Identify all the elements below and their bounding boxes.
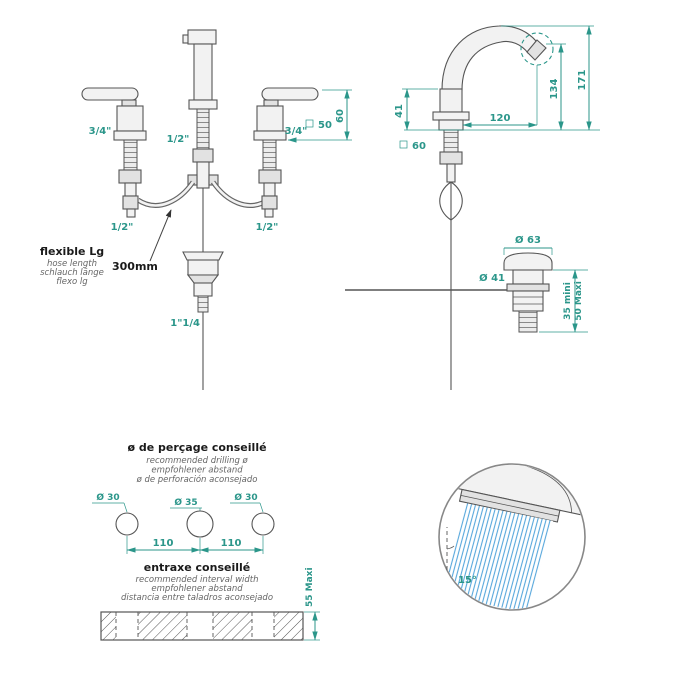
dim-deck-thickness-range: 35 mini 50 Maxi [539,269,588,333]
dim-total-height: 171 [501,25,594,131]
dim-base-square-50: 50 [305,119,332,131]
drain-size-label: 1"1/4 [170,318,200,329]
flexible-leader-arrow [149,209,172,262]
angle-arc [446,545,455,550]
drain-cap-dia-label: Ø 63 [515,234,541,246]
deck-max-label: 50 Maxi [574,281,584,321]
interval-es: distancia entre taladros aconsejado [121,593,273,603]
dim-body-height: 41 [394,88,438,131]
dim-drain-cap: Ø 63 [503,234,553,255]
flexible-hose-note: flexible Lg hose length schlauch länge f… [40,209,172,287]
drilling-subtitle-en: recommended drilling ø [146,456,248,466]
drilling-diagram: ø de perçage conseillé recommended drill… [92,441,320,641]
interval-de: empfohlener abstand [151,584,243,594]
side-base-square-label: 60 [412,141,426,152]
spout-height-label: 134 [549,79,560,100]
handle-left-size-label: 3/4" [89,126,112,137]
side-view: 41 171 134 120 60 Ø 63 Ø 41 [345,25,600,390]
interval-title: entraxe conseillé [144,561,250,574]
counter-section [100,611,304,641]
spray-detail: 15° [438,463,586,611]
spacing-left-label: 110 [153,538,174,549]
water-spray [440,503,553,609]
dim-base-square-60: 60 [399,140,426,152]
hole-left-circle [115,512,139,536]
inlet-left-size-label: 1/2" [111,222,134,233]
flexible-title: flexible Lg [40,245,104,258]
handle-height-label: 60 [335,109,346,123]
front-hose-left [136,180,196,208]
side-drain [503,252,553,333]
flexible-value: 300mm [112,260,158,273]
flexible-en: hose length [47,259,97,269]
drilling-subtitle-de: empfohlener abstand [151,466,243,476]
dim-deck-thickness: 55 Maxi [304,567,320,641]
inlet-right-size-label: 1/2" [256,222,279,233]
body-height-label: 41 [394,104,405,118]
front-view: 60 50 3/4" 3/4" 1/2" 1/2" 1/2" flexible … [40,29,352,390]
deck-thickness-label: 55 Maxi [305,567,315,607]
flexible-es: flexo lg [56,277,88,287]
dim-hole-spacing: 110 110 [126,536,264,554]
side-spout [432,25,554,221]
front-handle-right [253,87,319,218]
hole-right-circle [251,512,275,536]
handle-right-size-label: 3/4" [285,126,308,137]
square-symbol-icon [399,140,408,149]
spout-size-label: 1/2" [167,134,190,145]
deck-min-label: 35 mini [563,282,573,320]
hole-center-circle [186,510,214,538]
base-square-label: 50 [318,120,332,131]
dim-spout-height: 134 [546,43,566,131]
spout-reach-label: 120 [490,113,511,124]
dim-spout-reach: 120 [462,65,538,128]
spacing-right-label: 110 [221,538,242,549]
hole-center-dia-label: Ø 35 [174,497,197,508]
aerator-tip [526,39,547,61]
flexible-de: schlauch länge [40,268,104,278]
interval-en: recommended interval width [135,575,258,585]
front-spout [182,29,219,189]
square-symbol-icon [305,119,314,128]
dim-handle-height: 60 [287,89,352,143]
drilling-subtitle-es: ø de perforación aconsejado [136,474,258,485]
front-drain [182,251,224,313]
hole-right-dia-label: Ø 30 [234,492,257,503]
hole-left-dia-label: Ø 30 [96,492,119,503]
drain-neck-dia-label: Ø 41 [479,272,505,284]
spray-angle-label: 15° [458,575,477,586]
front-handle-left [81,87,147,218]
front-hose-right [210,180,270,208]
total-height-label: 171 [577,70,588,91]
drilling-title: ø de perçage conseillé [127,441,266,454]
